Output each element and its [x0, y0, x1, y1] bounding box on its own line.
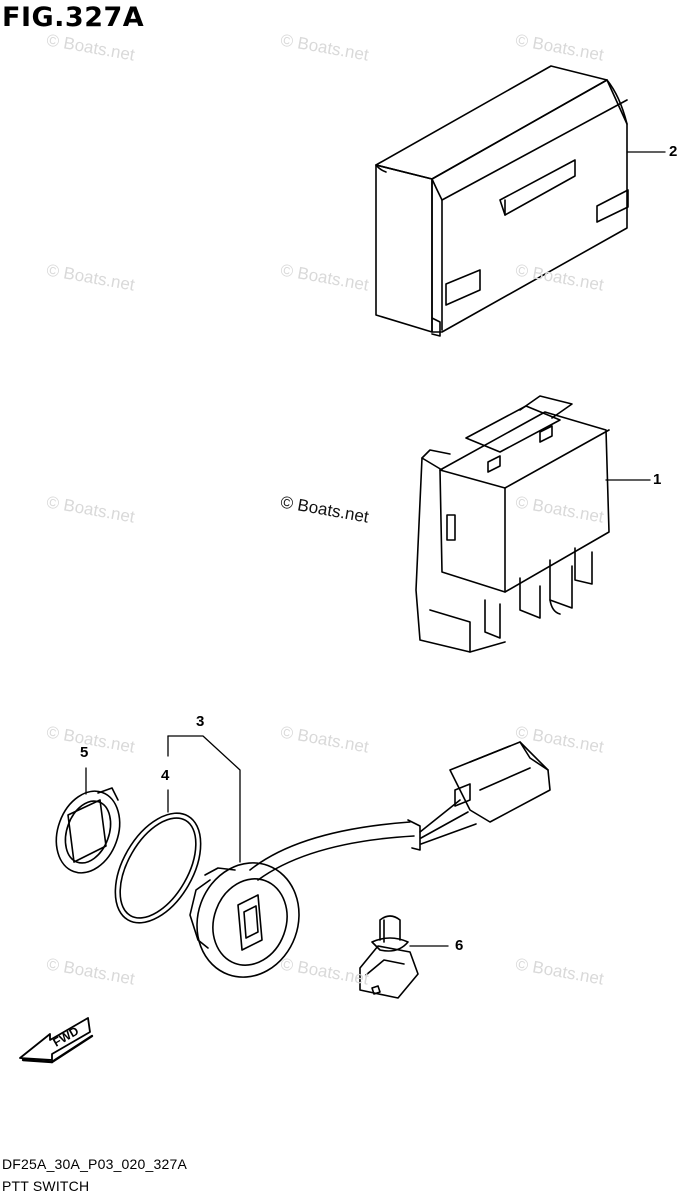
part-6-clip [359, 915, 419, 999]
part-2-control-unit [375, 65, 629, 337]
callout-6: 6 [455, 937, 464, 954]
figure-code: DF25A_30A_P03_020_327A [2, 1156, 187, 1172]
fwd-arrow-icon [19, 1017, 94, 1064]
figure-caption: PTT SWITCH [2, 1178, 90, 1194]
callout-2: 2 [669, 143, 678, 160]
callout-5: 5 [80, 744, 89, 761]
callout-3: 3 [196, 713, 205, 730]
part-4-o-ring [114, 812, 202, 924]
callout-4: 4 [161, 767, 170, 784]
part-1-module [415, 395, 610, 653]
figure-title: FIG.327A [2, 2, 145, 33]
callout-1: 1 [653, 471, 662, 488]
part-5-nut [55, 787, 121, 874]
part-3-ptt-switch [189, 741, 551, 978]
leader-line-3 [167, 735, 241, 863]
